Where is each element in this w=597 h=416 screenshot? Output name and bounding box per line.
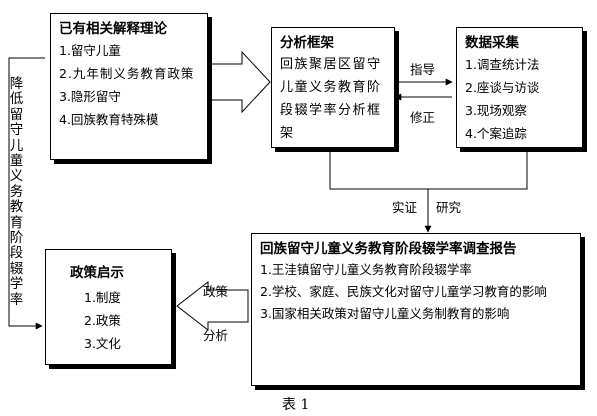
report-box: 回族留守儿童义务教育阶段辍学率调查报告 1.王洼镇留守儿童义务教育阶段辍学率 2…	[251, 233, 581, 386]
theory-item: 2.九年制义务教育政策	[59, 66, 195, 81]
framework-title: 分析框架	[280, 35, 334, 51]
label-empirical: 实证	[392, 200, 418, 215]
label-research: 研究	[436, 200, 462, 215]
data-collection-box: 数据采集 1.调查统计法 2.座谈与访谈 3.现场观察 4.个案追踪	[456, 27, 583, 148]
policy-item: 3.文化	[84, 336, 121, 351]
data-collection-item: 3.现场观察	[465, 103, 527, 118]
policy-box: 政策启示 1.制度 2.政策 3.文化	[45, 249, 172, 365]
theory-item: 3.隐形留守	[59, 89, 121, 104]
label-correct: 修正	[410, 110, 436, 125]
report-item: 1.王洼镇留守儿童义务教育阶段辍学率	[260, 262, 472, 277]
policy-title: 政策启示	[70, 265, 124, 281]
connector-merge	[329, 148, 528, 190]
report-item: 3.国家相关政策对留守儿童义务制教育的影响	[260, 306, 510, 321]
hollow-arrow-theory-to-framework	[207, 50, 271, 114]
label-guide: 指导	[410, 62, 436, 77]
data-collection-item: 2.座谈与访谈	[465, 80, 540, 95]
theory-item: 4.回族教育特殊模	[59, 112, 159, 127]
report-title: 回族留守儿童义务教育阶段辍学率调查报告	[260, 241, 517, 257]
theory-box: 已有相关解释理论 1.留守儿童 2.九年制义务教育政策 3.隐形留守 4.回族教…	[50, 13, 208, 160]
data-collection-item: 1.调查统计法	[465, 57, 540, 72]
label-policy: 政策	[203, 284, 229, 299]
policy-item: 2.政策	[84, 313, 121, 328]
data-collection-title: 数据采集	[465, 35, 519, 51]
label-side-vertical: 降低留守儿童义务教育阶段辍学率	[9, 76, 24, 308]
data-collection-item: 4.个案追踪	[465, 126, 527, 141]
report-item: 2.学校、家庭、民族文化对留守儿童学习教育的影响	[260, 284, 547, 299]
figure-caption: 表 1	[282, 397, 310, 413]
framework-text: 回族聚居区留守儿童义务教育阶段辍学率分析框架	[280, 57, 382, 141]
label-analysis: 分析	[203, 328, 229, 343]
framework-box: 分析框架 回族聚居区留守儿童义务教育阶段辍学率分析框架	[271, 27, 395, 148]
policy-item: 1.制度	[84, 290, 121, 305]
theory-item: 1.留守儿童	[59, 43, 121, 58]
theory-title: 已有相关解释理论	[59, 21, 167, 37]
